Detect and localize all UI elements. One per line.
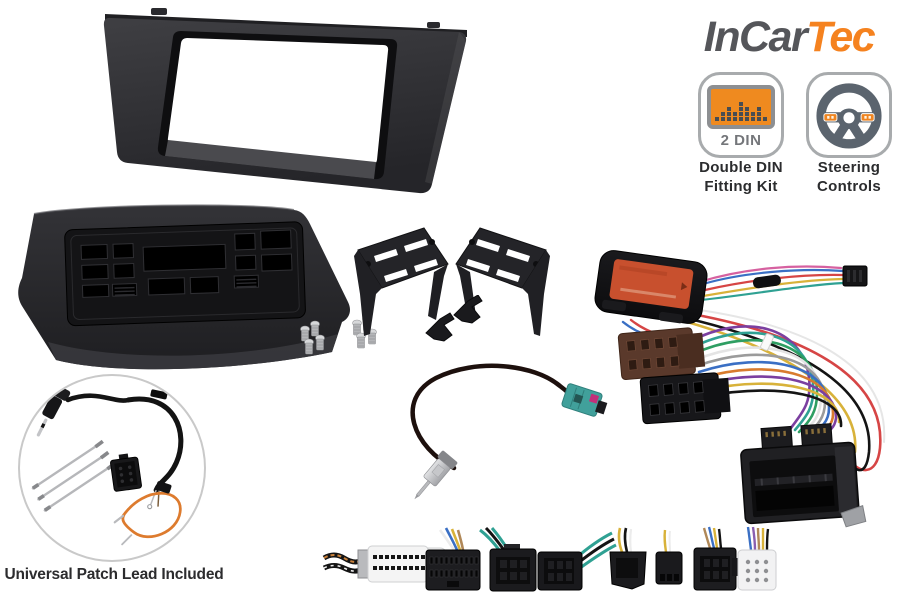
dash-panel-lip [48, 334, 338, 370]
micro-connector [842, 265, 868, 287]
dash-console-face [64, 221, 306, 327]
connector-small-3pin [655, 529, 683, 585]
console-cutouts [80, 229, 293, 298]
fascia-edge-highlight [425, 32, 466, 184]
steering-controls-label: Steering Controls [816, 159, 882, 195]
quadlock-connector [740, 423, 867, 528]
double-din-badge-text: 2 DIN [720, 132, 762, 149]
heat-shrink-sleeve [752, 274, 781, 289]
fascia-opening-lip [165, 140, 376, 179]
fakra-keying [588, 393, 600, 404]
connector-row [322, 526, 777, 592]
antenna-adapter-lead [410, 363, 608, 500]
din-aerial-plug [414, 450, 458, 500]
patch-lead-caption: Universal Patch Lead Included [4, 566, 224, 583]
silver-patch-wires [31, 442, 113, 512]
double-din-fascia-panel [103, 8, 467, 194]
jack-lead [36, 384, 131, 437]
dash-console-panel [18, 204, 350, 370]
patch-lead-contents [31, 384, 184, 546]
equalizer-dots [715, 102, 767, 121]
connector-square-multi [693, 526, 737, 591]
steering-buttons [823, 113, 875, 122]
quadlock-metal-base [840, 504, 867, 528]
bracket-leg [354, 250, 382, 336]
connector-square-teal-right [537, 531, 617, 591]
connector-white-plug [732, 526, 777, 591]
antenna-cable [410, 363, 578, 471]
steering-wheel-icon [816, 83, 882, 149]
console-vents [114, 278, 257, 296]
connector-black-wide [425, 527, 481, 591]
connector-small-yellow [609, 527, 647, 590]
steering-controls-badge [806, 72, 892, 158]
long-arc-wires [671, 307, 886, 472]
black-loop-cable [126, 389, 184, 510]
mini-connector [110, 453, 142, 492]
brand-logo-part2: Tec [806, 13, 876, 61]
iso-connector-black [639, 372, 731, 425]
interface-module [594, 250, 708, 324]
panel-clips [425, 295, 483, 342]
bracket-flange [428, 264, 448, 320]
iso-connector-brown [617, 327, 706, 380]
brand-logo-part1: InCar [703, 13, 808, 61]
fascia-opening [167, 38, 389, 166]
double-din-badge: 2 DIN [698, 72, 784, 158]
double-din-label: Double DIN Fitting Kit [699, 159, 783, 195]
cable-tie [760, 333, 774, 351]
connector-square-teal-left [479, 526, 537, 592]
fakra-connector [561, 383, 608, 417]
mounting-bracket-left [354, 227, 449, 336]
orange-loop-cable [113, 481, 182, 546]
fascia-clip-tab [427, 22, 440, 28]
double-din-display-icon [707, 85, 775, 129]
fascia-clip-tab [151, 8, 167, 15]
wiring-loom [687, 325, 843, 438]
patch-lead-photo-circle [18, 374, 206, 562]
brand-logo: InCarTec [683, 12, 895, 64]
bracket-slots [374, 239, 438, 282]
steering-interface-harness [594, 250, 886, 528]
